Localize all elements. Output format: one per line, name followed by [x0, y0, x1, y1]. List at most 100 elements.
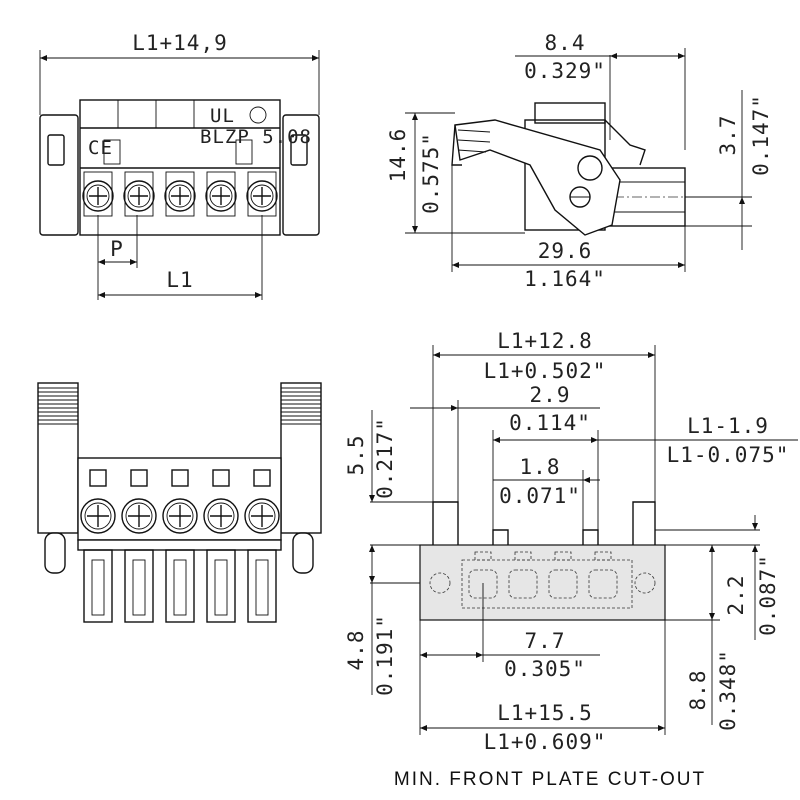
screw-head	[123, 180, 155, 212]
screw-head	[80, 498, 116, 534]
screw-ring	[127, 184, 151, 208]
rear-slot	[212, 469, 230, 487]
left-latch	[39, 114, 79, 236]
side-top-block	[534, 102, 606, 124]
dim-depth-mm: 29.6	[538, 239, 593, 263]
rear-pin-inner	[173, 559, 187, 616]
cutout-tabs	[432, 501, 656, 545]
screw-ring	[84, 502, 112, 530]
screw-ring	[125, 502, 153, 530]
screw-ring	[248, 502, 276, 530]
screw-ring	[168, 184, 192, 208]
screw-head	[121, 498, 157, 534]
screw-head	[205, 180, 237, 212]
dim-right-small-in: 0.087"	[756, 554, 780, 636]
dim-height-in: 0.217"	[373, 417, 397, 499]
dim-pitch: P	[110, 237, 124, 261]
latch-hook	[604, 119, 646, 166]
rear-slot	[253, 469, 271, 487]
rear-pin-inner	[132, 559, 146, 616]
screw-ring	[86, 184, 110, 208]
cutout-inner	[461, 559, 633, 609]
rear-pin-inner	[214, 559, 228, 616]
rear-pins	[83, 549, 277, 623]
screw-head	[164, 180, 196, 212]
ce-mark: CE	[88, 137, 113, 159]
dim-width-in: 0.329"	[524, 59, 606, 83]
dim-tab-in: 0.114"	[509, 411, 591, 435]
screw-head	[246, 180, 278, 212]
dim-height-mm: 14.6	[386, 128, 410, 183]
terminal-cell	[206, 171, 236, 217]
dim-lower-mm: 4.8	[344, 630, 368, 671]
dim-right-big-in: 0.348"	[716, 649, 740, 731]
rear-pin-inner	[255, 559, 269, 616]
slot	[103, 139, 121, 165]
dim-height-in: 0.575"	[419, 132, 443, 214]
right-latch-window	[290, 134, 308, 166]
dim-tab-mm: 2.9	[530, 383, 571, 407]
cert-mark: UL	[210, 105, 235, 127]
lever-pivot	[577, 155, 603, 181]
right-latch	[282, 114, 320, 236]
screw-head	[203, 498, 239, 534]
screw-cross	[212, 187, 230, 205]
ce-circle-icon	[249, 106, 267, 124]
housing-label: BLZP 5.08	[200, 126, 312, 148]
screw-cross	[89, 187, 107, 205]
terminal-cell	[165, 171, 195, 217]
dim-height-mm: 5.5	[344, 435, 368, 476]
dim-length: L1	[166, 268, 193, 292]
cutout-terminal	[468, 569, 498, 599]
rear-slot	[130, 469, 148, 487]
rear-pin	[247, 549, 277, 623]
screw-cross	[253, 187, 271, 205]
dim-slot-in: 0.071"	[499, 484, 581, 508]
cutout-nub	[474, 551, 492, 561]
rear-screw-terminals	[80, 498, 280, 534]
cutout-hole	[634, 572, 656, 594]
screw-ring	[250, 184, 274, 208]
rear-slot	[89, 469, 107, 487]
cutout-terminal	[548, 569, 578, 599]
screw-head	[162, 498, 198, 534]
side-view: 8.4 0.329" 14.6 0.575" 3.7 0.147"	[386, 31, 773, 291]
rear-base	[77, 539, 282, 551]
dim-overall-width: L1+14,9	[132, 31, 228, 55]
dim-bottom-mm: L1+15.5	[497, 701, 593, 725]
screw-terminals	[82, 171, 278, 217]
dim-right-small-mm: 2.2	[724, 575, 748, 616]
terminal-cell	[124, 171, 154, 217]
dim-inner-in: L1-0.075"	[667, 443, 790, 467]
rear-pin	[83, 549, 113, 623]
rear-slot	[171, 469, 189, 487]
dim-center-in: 0.305"	[504, 657, 586, 681]
lever-grip-ridges	[457, 129, 491, 153]
dim-total-in: L1+0.502"	[484, 359, 607, 383]
cutout-terminal	[508, 569, 538, 599]
cutout-plate	[419, 544, 666, 621]
screw-ring	[207, 502, 235, 530]
cutout-hole	[429, 572, 451, 594]
screw-head	[244, 498, 280, 534]
cutout-caption: MIN. FRONT PLATE CUT-OUT	[394, 769, 706, 790]
dim-bottom-in: L1+0.609"	[484, 730, 607, 754]
front-view: L1+14,9 UL CE BLZP 5.08 P L1	[39, 31, 320, 300]
dim-offset-mm: 3.7	[716, 115, 740, 156]
slot	[235, 139, 253, 165]
screw-cross	[169, 505, 191, 527]
screw-cross	[130, 187, 148, 205]
dim-width-mm: 8.4	[545, 31, 586, 55]
rear-pin	[124, 549, 154, 623]
screw-cross	[87, 505, 109, 527]
dim-total-mm: L1+12.8	[497, 329, 593, 353]
screw-cross	[251, 505, 273, 527]
right-lever-ridges	[281, 387, 321, 425]
rear-pin	[206, 549, 236, 623]
dim-inner-mm: L1-1.9	[687, 414, 769, 438]
dim-depth-in: 1.164"	[524, 267, 606, 291]
dim-offset-in: 0.147"	[749, 94, 773, 176]
right-knob	[292, 532, 314, 574]
left-latch-window	[47, 134, 65, 166]
